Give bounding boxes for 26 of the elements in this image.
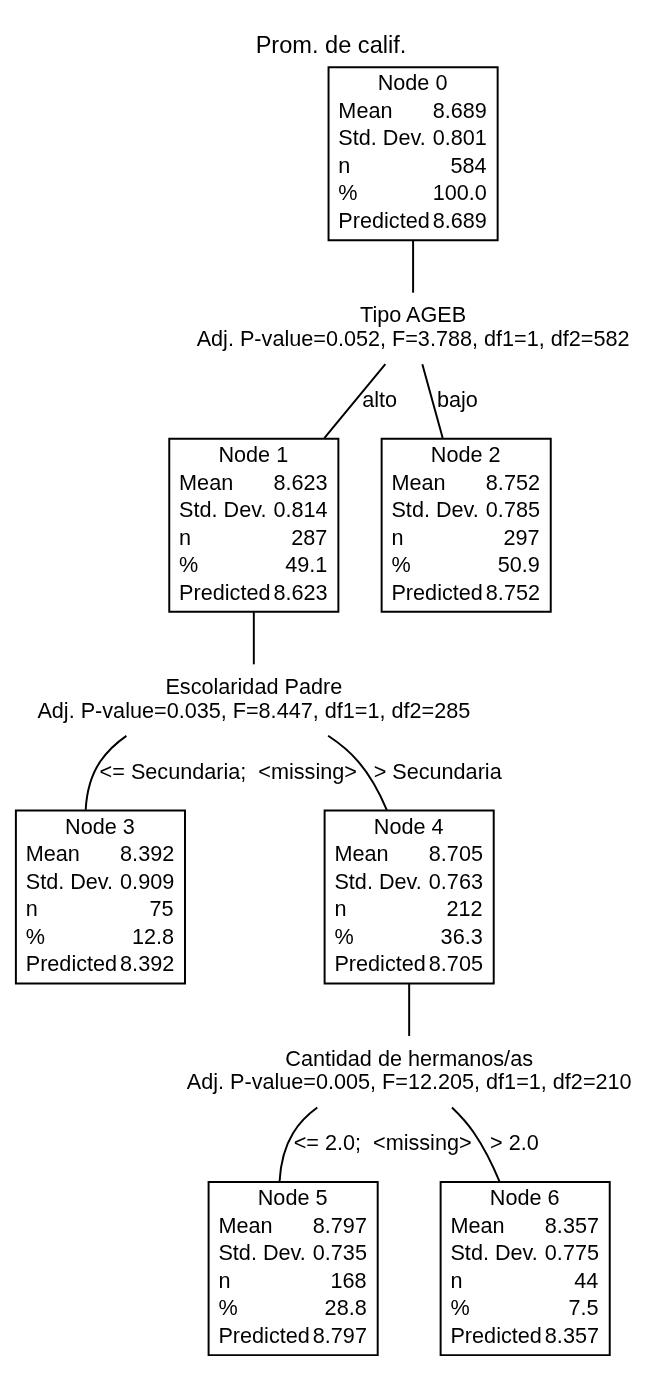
node-box: Node 2 Mean 8.752 Std. Dev. 0.785 n 297 % 50.9 Predicted8.752 xyxy=(380,437,552,613)
node-box: Node 6 Mean 8.357 Std. Dev. 0.775 n 44 % 7.5 Predicted8.357 xyxy=(439,1180,611,1356)
node-box: Node 5 Mean 8.797 Std. Dev. 0.735 n 168 % 28.8 Predicted8.797 xyxy=(207,1180,379,1356)
connector xyxy=(451,1106,501,1183)
connector xyxy=(421,362,444,439)
edge-label: > 2.0 xyxy=(490,1129,539,1155)
node-text: Escolaridad Padre Adj. P-value=0.035, F=8.447, df1=1, df2=285 xyxy=(37,673,471,723)
node-text: Cantidad de hermanos/as Adj. P-value=0.005, F=12.205, df1=1, df2=210 xyxy=(186,1045,632,1094)
connector xyxy=(84,734,128,811)
connector xyxy=(412,239,415,294)
connector xyxy=(252,610,255,665)
node-box: Node 0 Mean 8.689 Std. Dev. 0.801 n 584 % 100.0 Predicted8.689 xyxy=(327,65,499,241)
node-box: Node 4 Mean 8.705 Std. Dev. 0.763 n 212 % 36.3 Predicted8.705 xyxy=(323,808,495,984)
node-text: Tipo AGEB Adj. P-value=0.052, F=3.788, df1=1, df2=582 xyxy=(196,301,630,351)
connector xyxy=(327,734,388,811)
diagram-title: Prom. de calif. xyxy=(255,31,407,58)
edge-label: bajo xyxy=(436,386,478,412)
connector xyxy=(323,362,387,439)
edge-label: <= 2.0; <missing> xyxy=(293,1129,472,1155)
node-box: Node 1 Mean 8.623 Std. Dev. 0.814 n 287 % 49.1 Predicted 8.623 xyxy=(168,437,340,613)
node-box: Node 3 Mean 8.392 Std. Dev. 0.909 n 75 % 12.8 Predicted 8.392 xyxy=(14,808,186,984)
edge-label: <= Secundaria; <missing> xyxy=(99,758,357,784)
connector xyxy=(278,1106,319,1182)
edge-label: > Secundaria xyxy=(373,758,502,784)
connector xyxy=(408,982,411,1037)
edge-label: alto xyxy=(362,386,398,412)
